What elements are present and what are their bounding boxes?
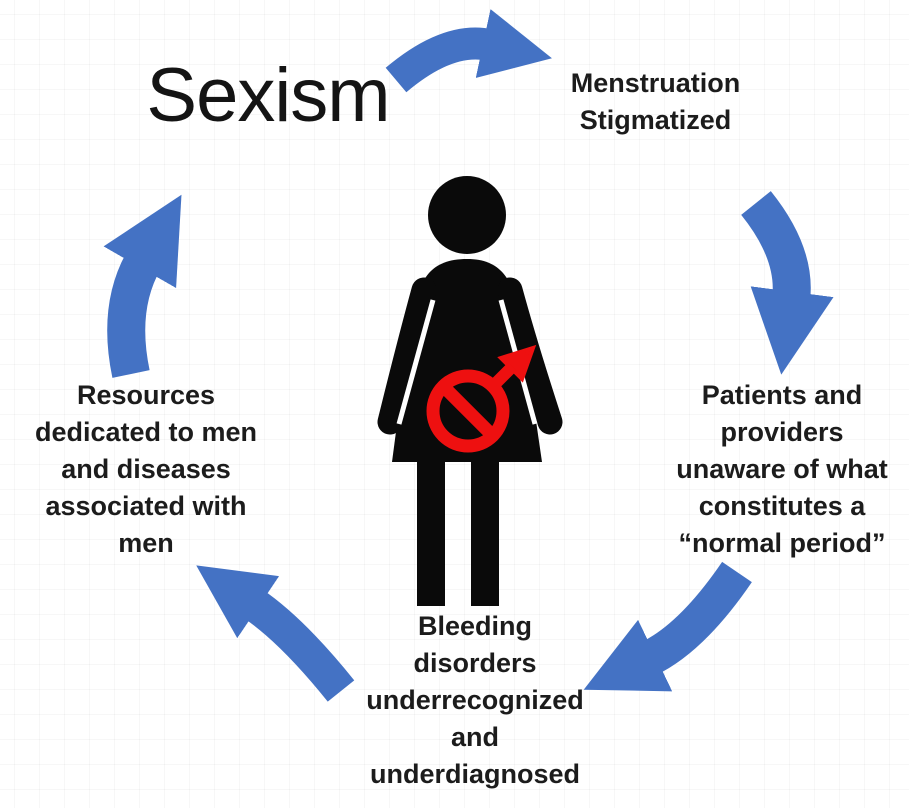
node-resources-dedicated-to-men: Resources dedicated to men and diseases …: [34, 380, 258, 558]
arrow-patients-to-bleeding-icon: [583, 561, 752, 692]
arrow-bleeding-to-resources-icon: [196, 565, 355, 702]
arrow-resources-to-sexism-icon: [103, 194, 182, 378]
arrow-menstruation-to-patients-icon: [740, 191, 834, 375]
node-menstruation-stigmatized: Menstruation Stigmatized: [570, 68, 741, 135]
arrow-sexism-to-menstruation-icon: [385, 9, 552, 93]
no-male-symbol-icon: [426, 344, 537, 453]
node-bleeding-disorders: Bleeding disorders underrecognized and u…: [366, 611, 584, 789]
node-patients-providers-unaware: Patients and providers unaware of what c…: [676, 380, 888, 558]
sexism-label: Sexism: [146, 53, 390, 138]
woman-silhouette-icon: [377, 176, 563, 606]
